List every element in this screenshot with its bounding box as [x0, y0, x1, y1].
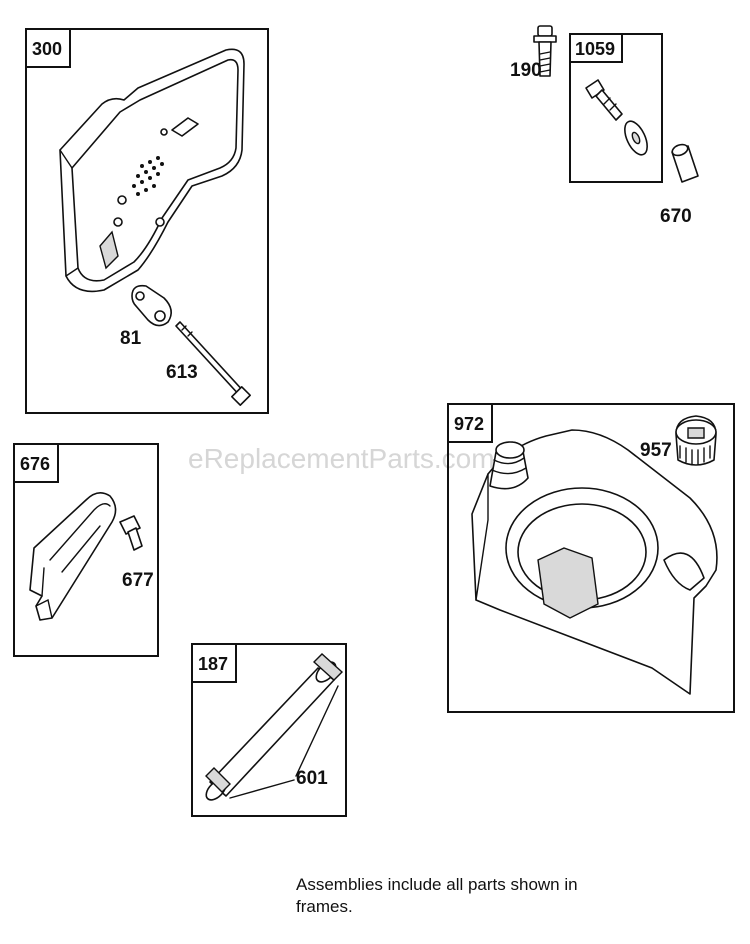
- frame-676-label: 676: [20, 454, 50, 474]
- frame-972: 972 957: [447, 403, 735, 713]
- part-number-81: 81: [120, 328, 142, 349]
- part-number-957: 957: [640, 440, 672, 461]
- heat-shield-part: [29, 492, 117, 621]
- bolt-part-190: [533, 25, 557, 77]
- fuel-line-part: [205, 653, 344, 801]
- footnote: Assemblies include all parts shown in fr…: [296, 875, 578, 916]
- leader-line-601-top: [295, 685, 339, 777]
- frame-1059-label: 1059: [575, 39, 615, 59]
- screw-part-613: [175, 321, 251, 406]
- part-number-613: 613: [166, 362, 198, 383]
- gasket-part-81: [131, 284, 172, 327]
- part-number-670: 670: [660, 206, 692, 227]
- muffler-part: [59, 48, 245, 293]
- washer-part: [624, 120, 648, 156]
- leader-line-601-bottom: [229, 779, 295, 799]
- frame-300: 300 81: [25, 28, 269, 414]
- frame-676: 676 677: [13, 443, 159, 657]
- frame-972-label: 972: [454, 414, 484, 434]
- spacer-part-670: [671, 143, 699, 183]
- screw-part-677: [119, 515, 143, 551]
- fuel-tank-part: [471, 429, 718, 695]
- fuel-cap-part-957: [675, 415, 717, 466]
- frame-1059: 1059: [569, 33, 663, 183]
- frame-187: 187 601: [191, 643, 347, 817]
- part-number-190: 190: [510, 60, 542, 81]
- frame-300-label: 300: [32, 39, 62, 59]
- frame-187-label: 187: [198, 654, 228, 674]
- part-number-601: 601: [296, 768, 328, 789]
- watermark: eReplacementParts.com: [188, 443, 495, 474]
- part-number-677: 677: [122, 570, 154, 591]
- shoulder-bolt-part: [585, 79, 623, 121]
